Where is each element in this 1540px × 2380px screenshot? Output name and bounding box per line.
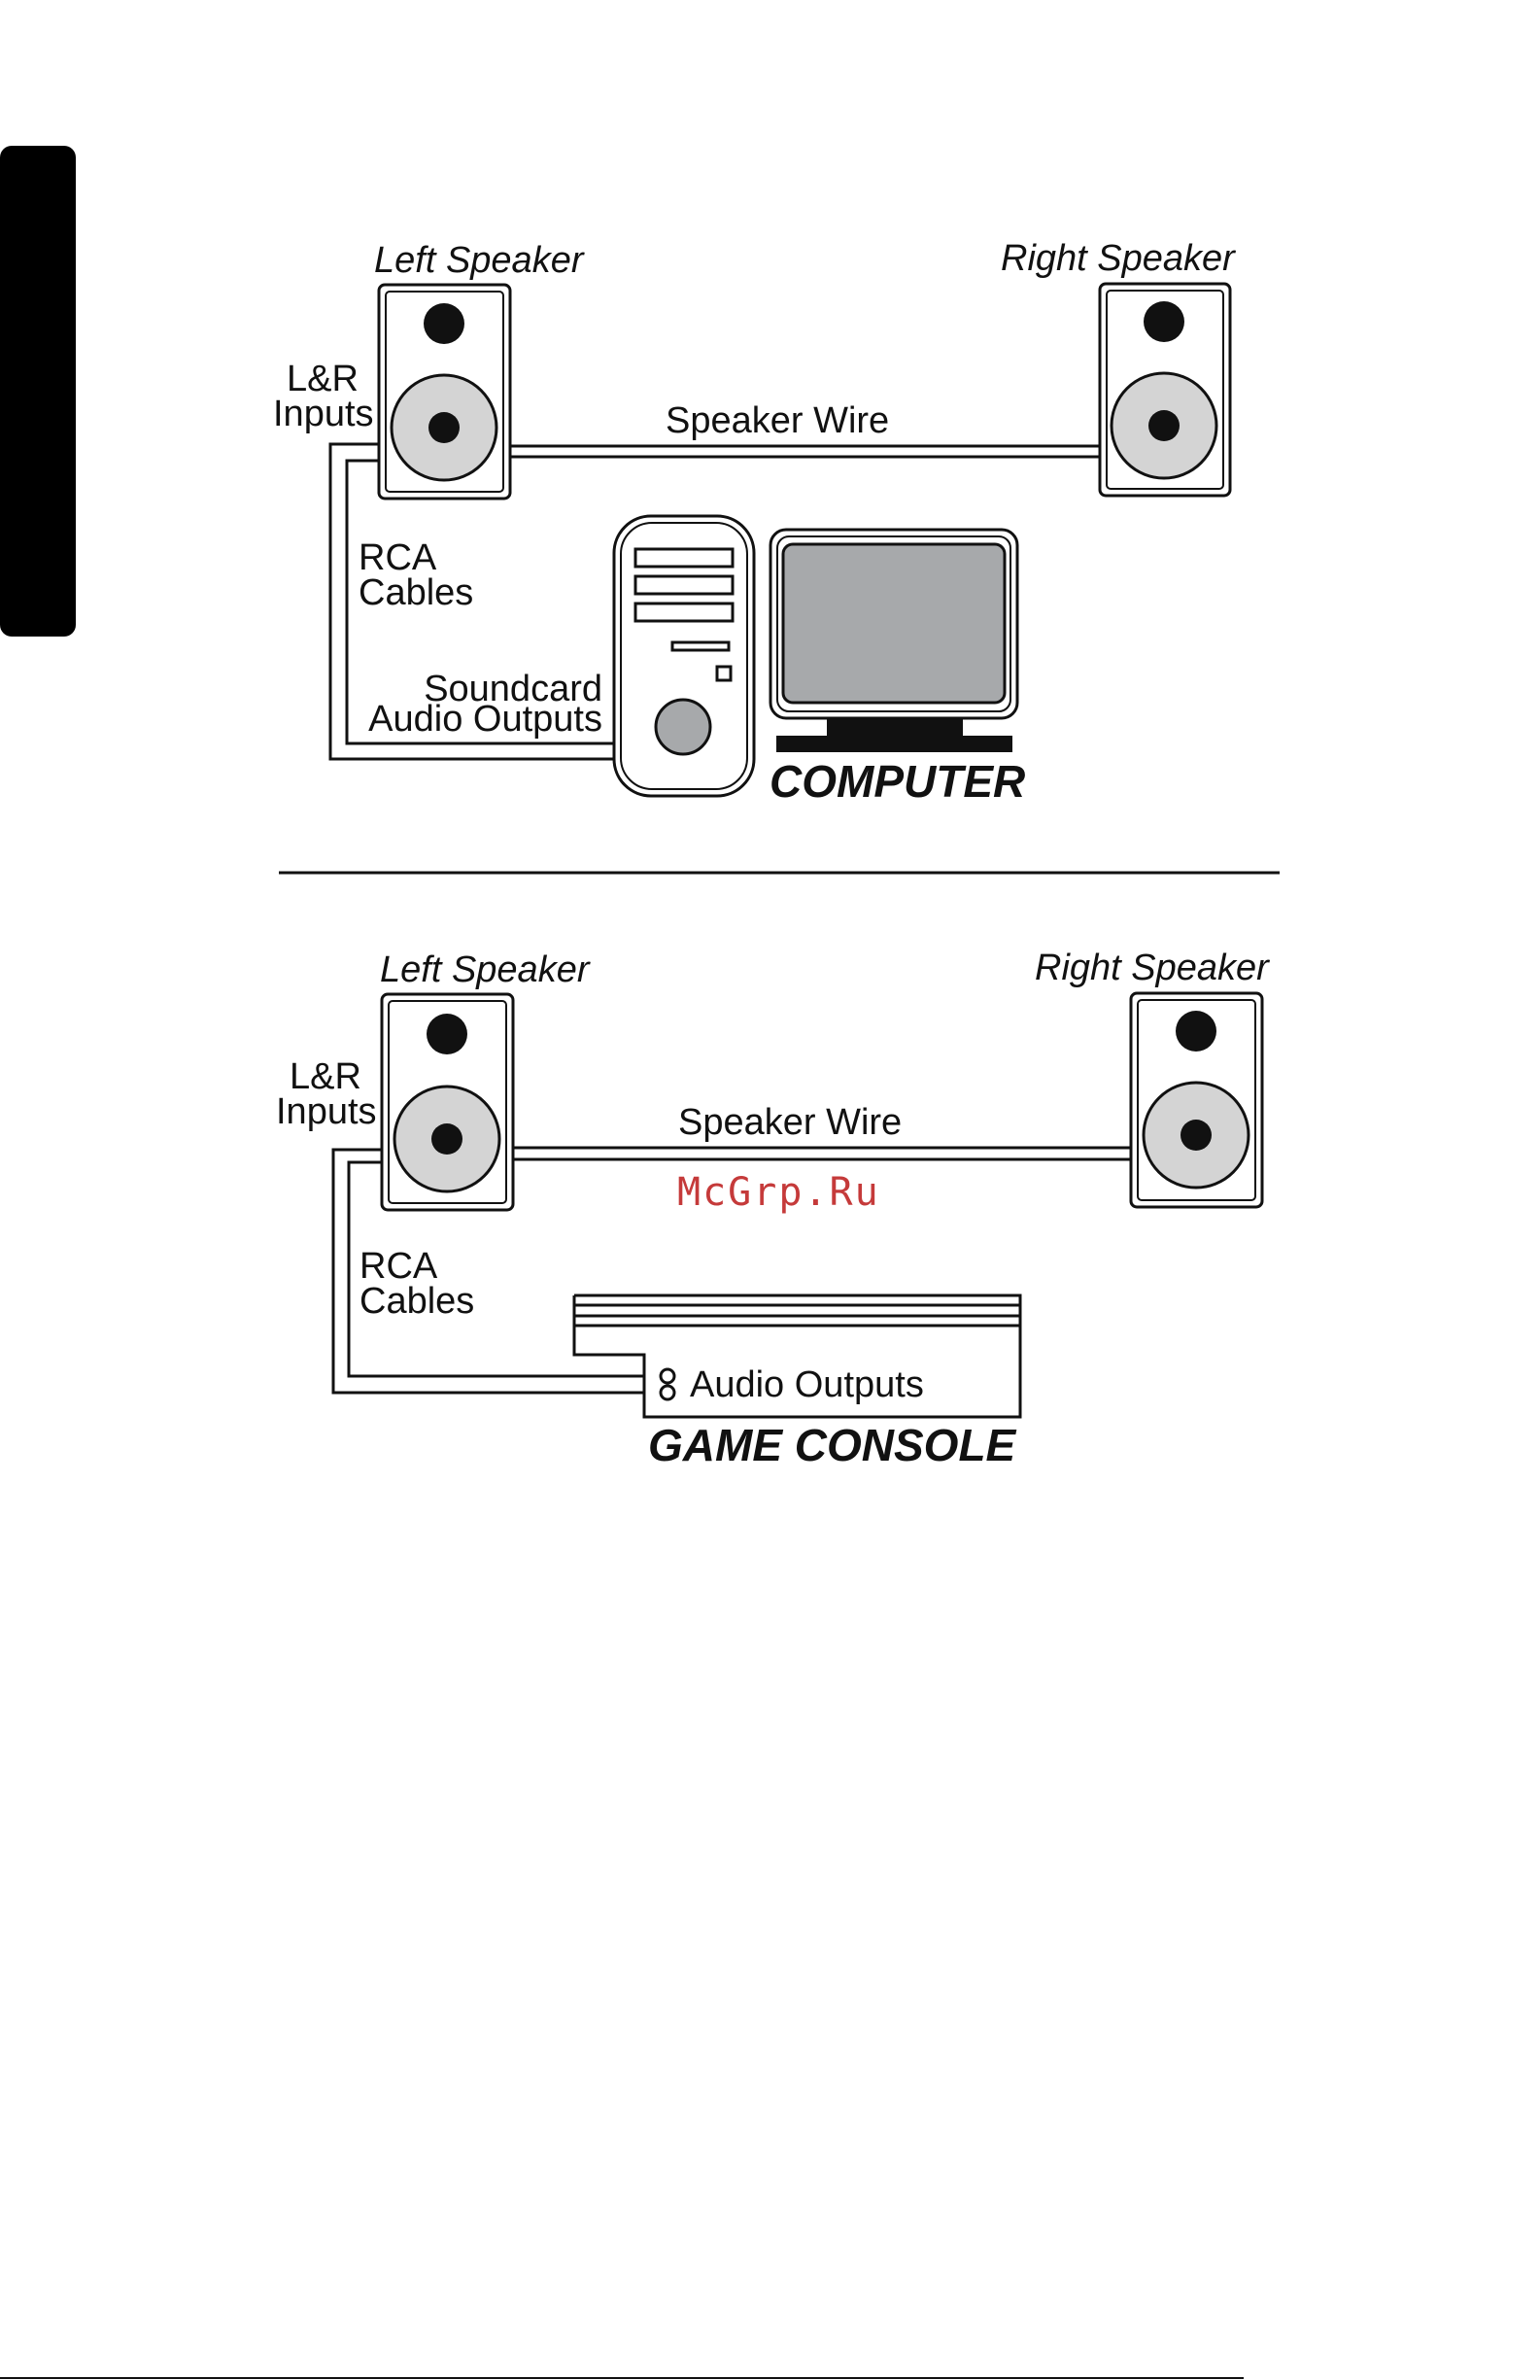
left-speaker-label: Left Speaker — [380, 949, 591, 990]
rca-label-line2: Cables — [359, 572, 473, 613]
monitor-icon — [770, 530, 1017, 752]
page-tab — [0, 146, 76, 637]
right-speaker-icon — [1131, 993, 1262, 1207]
speaker-wire — [513, 1148, 1131, 1159]
speaker-wire-label: Speaker Wire — [678, 1102, 902, 1143]
speaker-wire-label: Speaker Wire — [666, 400, 889, 441]
left-speaker-icon — [379, 285, 510, 499]
watermark-text: McGrp.Ru — [677, 1170, 880, 1215]
game-console-label: GAME CONSOLE — [648, 1420, 1017, 1470]
left-speaker-icon — [382, 994, 513, 1210]
right-speaker-label: Right Speaker — [1035, 948, 1270, 988]
computer-label: COMPUTER — [770, 756, 1025, 807]
inputs-label-line2: Inputs — [276, 1091, 377, 1132]
speaker-wire — [510, 446, 1100, 457]
right-speaker-icon — [1100, 284, 1230, 496]
audio-outputs-label: Audio Outputs — [690, 1364, 924, 1405]
computer-setup: Left Speaker Right Speaker L&R Inputs Sp… — [273, 238, 1236, 807]
right-speaker-label: Right Speaker — [1001, 238, 1236, 279]
computer-tower-icon — [614, 516, 754, 796]
left-speaker-label: Left Speaker — [374, 240, 585, 281]
outputs-label-line2: Audio Outputs — [368, 699, 602, 740]
rca-label-line2: Cables — [359, 1281, 474, 1322]
inputs-label-line2: Inputs — [273, 394, 374, 434]
